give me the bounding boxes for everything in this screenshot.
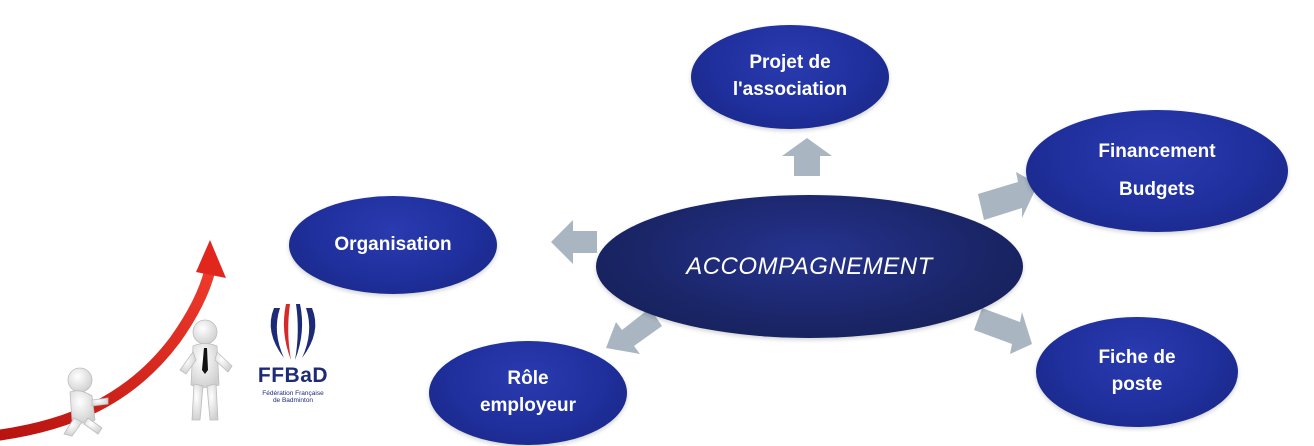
node-role-line2: employeur	[479, 395, 577, 416]
logo-subtitle: Fédération Française de Badminton	[250, 390, 336, 405]
arrow-down-left	[606, 308, 662, 354]
node-role-employeur: Rôle employeur	[429, 341, 627, 445]
logo-subtitle-line1: Fédération Française	[262, 390, 324, 397]
arrow-left	[551, 220, 597, 264]
center-label: ACCOMPAGNEMENT	[686, 252, 933, 280]
node-financement-line2: Budgets	[1119, 179, 1195, 200]
logo-acronym: FFBaD	[257, 364, 329, 387]
node-projet-line2: l'association	[732, 79, 848, 100]
node-fiche-line2: poste	[1111, 374, 1163, 395]
node-projet-association: Projet de l'association	[691, 25, 889, 129]
growth-illustration-icon	[0, 240, 233, 441]
arrow-up-right	[978, 172, 1038, 220]
node-accompagnement: ACCOMPAGNEMENT	[596, 195, 1023, 338]
node-organisation-label: Organisation	[334, 234, 452, 256]
node-fiche-poste: Fiche de poste	[1036, 317, 1238, 427]
node-financement-line1: Financement	[1098, 141, 1216, 162]
node-financement: Financement Budgets	[1026, 110, 1288, 232]
node-role-line1: Rôle	[507, 368, 549, 390]
ffbad-logo: FFBaD Fédération Française de Badminton	[250, 300, 336, 410]
arrow-down-right	[974, 308, 1032, 354]
logo-subtitle-line2: de Badminton	[272, 397, 314, 405]
node-projet-line1: Projet de	[749, 52, 831, 74]
arrow-up	[782, 138, 832, 176]
node-organisation: Organisation	[289, 196, 497, 294]
node-fiche-line1: Fiche de	[1098, 347, 1176, 369]
shuttlecock-logo-icon	[270, 304, 316, 360]
